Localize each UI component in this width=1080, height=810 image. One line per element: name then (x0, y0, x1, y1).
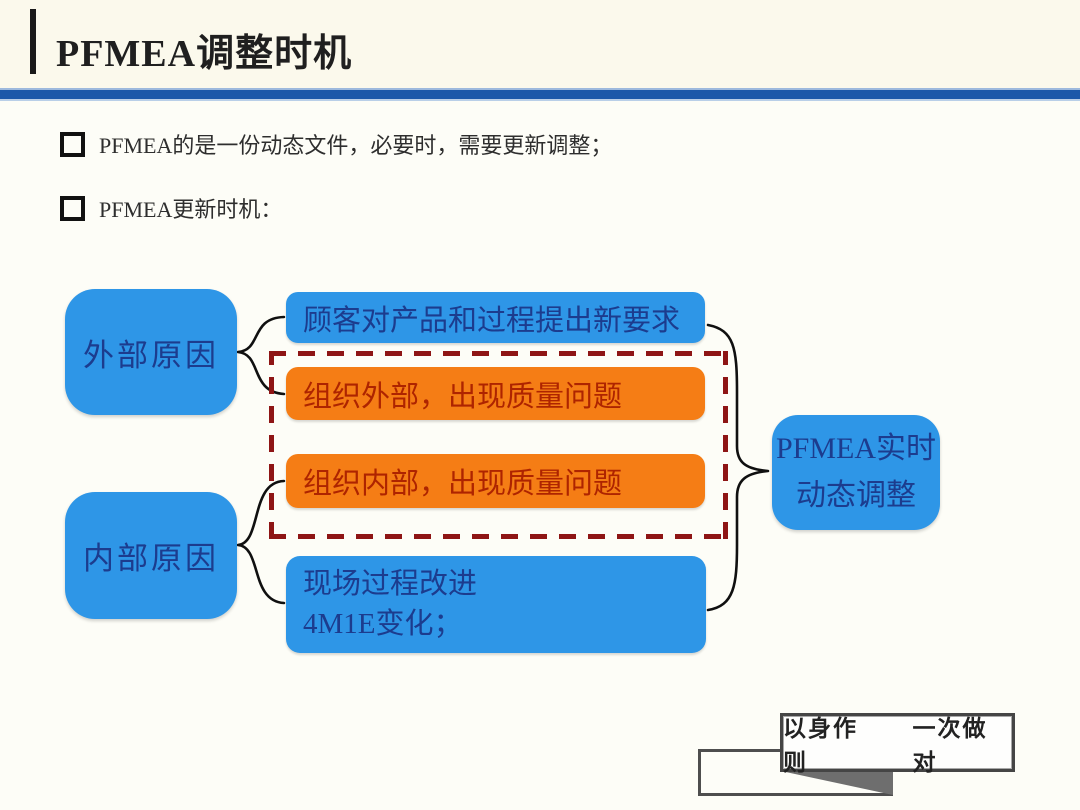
event-label: 组织外部，出现质量问题 (303, 380, 623, 413)
result-label-line1: PFMEA实时 (775, 432, 937, 465)
event-box-internal-quality-issue: 组织内部，出现质量问题 (286, 454, 705, 508)
node-external-cause: 外部原因 (65, 289, 237, 415)
event-box-external-quality-issue: 组织外部，出现质量问题 (286, 367, 705, 420)
event-label-line2: 4M1E变化； (303, 607, 463, 640)
node-pfmea-realtime-adjustment: PFMEA实时 动态调整 (772, 415, 940, 530)
bullet-item: PFMEA更新时机： (60, 192, 282, 224)
node-internal-cause: 内部原因 (65, 492, 237, 619)
header-band (0, 0, 1080, 88)
node-label: 内部原因 (83, 541, 219, 576)
page-title: PFMEA调整时机 (56, 33, 353, 75)
event-label: 顾客对产品和过程提出新要求 (303, 304, 681, 337)
bullet-text: PFMEA的是一份动态文件，必要时，需要更新调整； (99, 133, 613, 158)
checkbox-bullet-icon (60, 131, 85, 157)
motto-text-right: 一次做对 (912, 715, 988, 775)
bullet-item: PFMEA的是一份动态文件，必要时，需要更新调整； (60, 128, 612, 160)
event-label: 组织内部，出现质量问题 (303, 468, 623, 500)
event-label-line1: 现场过程改进 (303, 568, 478, 601)
bullet-text: PFMEA更新时机： (99, 197, 283, 222)
event-box-customer-new-requirements: 顾客对产品和过程提出新要求 (286, 292, 705, 343)
node-label: 外部原因 (83, 337, 219, 373)
motto-box: 以身作则 一次做对 (780, 713, 1015, 775)
event-box-process-improvement: 现场过程改进 4M1E变化； (286, 556, 706, 653)
result-label-line2: 动态调整 (796, 478, 916, 512)
title-divider-rule (0, 88, 1080, 101)
checkbox-bullet-icon (60, 195, 85, 221)
title-accent-bar (30, 9, 36, 74)
motto-text-left: 以身作则 (783, 715, 858, 775)
